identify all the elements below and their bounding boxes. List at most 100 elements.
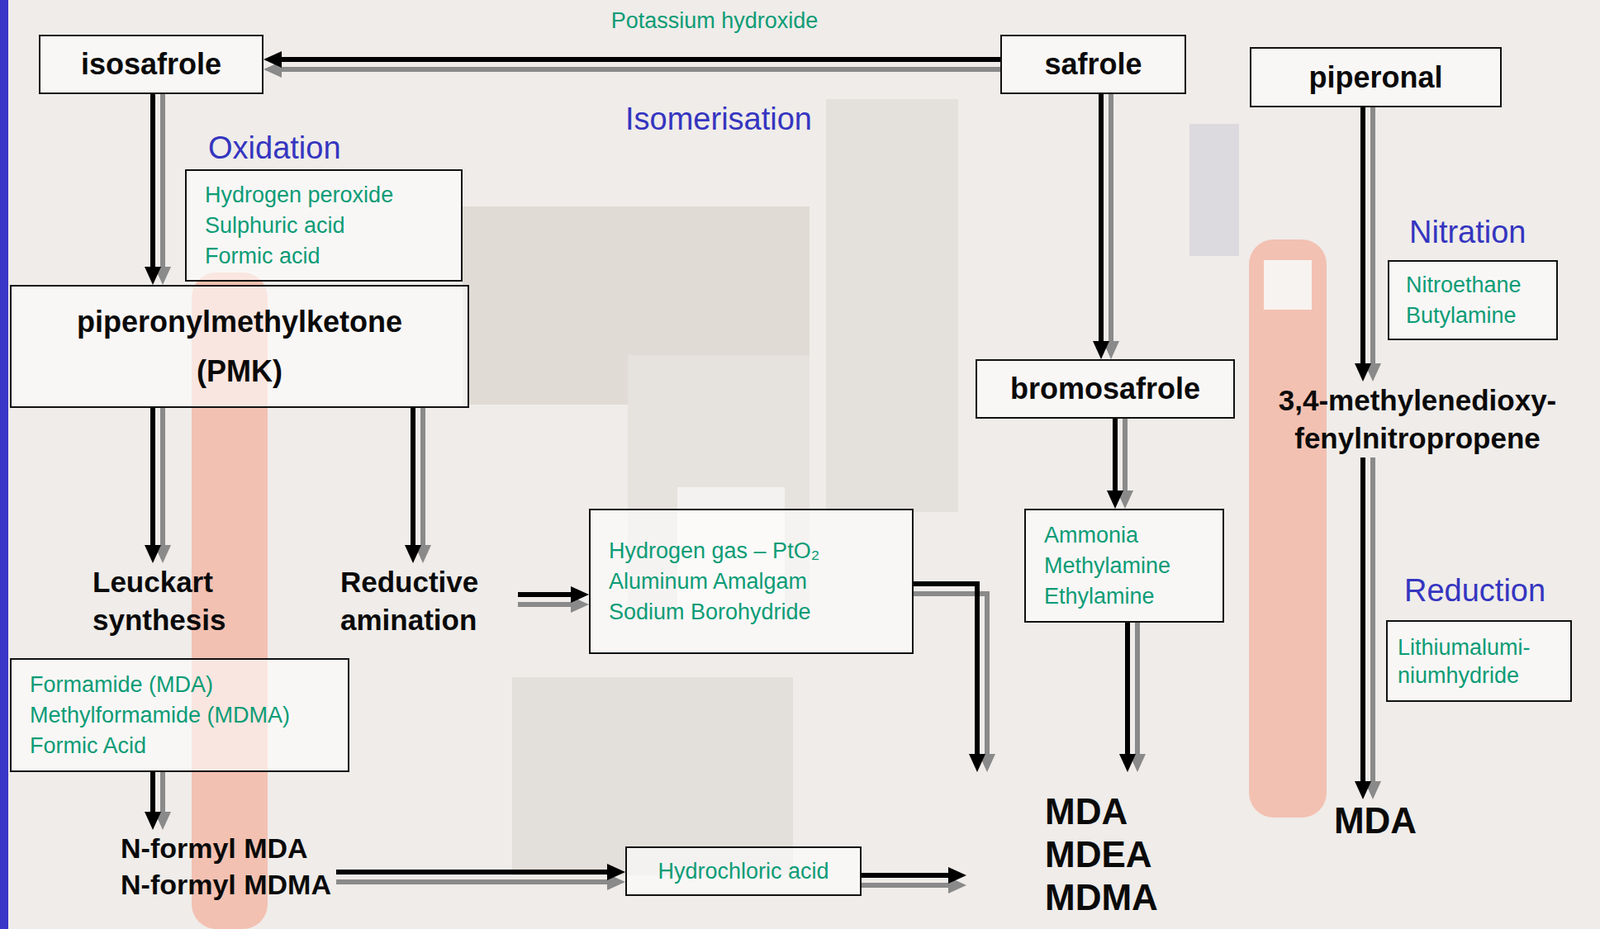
arrow-head [404,545,422,564]
step-box: Hydrochloric acid [625,846,862,897]
arrow-line [1108,94,1114,342]
reagent-text: Ethylamine [1044,581,1155,613]
arrow-line [1360,457,1366,782]
reagent-text: Sodium Borohydride [608,597,812,628]
reaction-arrow [1119,622,1146,773]
arrow-head [570,586,589,603]
reagent-text: Methylamine [1044,550,1171,582]
arrow-line [1125,622,1130,755]
step-node: Leuckart synthesis [92,563,258,640]
photo-bench [512,677,793,876]
arrow-head [968,754,986,773]
step-heading: Nitration [1409,213,1527,251]
arrow-line [1122,418,1128,491]
arrow-line [281,66,1001,72]
reagent-text: Formic Acid [29,731,147,762]
arrow-line [1134,622,1140,755]
reaction-arrow [1092,94,1120,360]
step-heading: Reduction [1404,572,1546,609]
arrow-head [144,266,162,285]
reagent-text: Aluminum Amalgam [608,566,808,598]
step-node: N-formyl MDAN-formyl MDMA [115,830,337,903]
step-box: Formamide (MDA)Methylformamide (MDMA)For… [9,658,350,773]
step-node: 3,4-methylenedioxy-fenylnitropropene [1239,381,1596,458]
compound-name: bromosafrole [1010,370,1201,408]
compound-name: MDA [1044,790,1128,834]
step-box: NitrationNitroethaneButylamine [1387,260,1558,341]
arrow-line [517,602,571,608]
compound-name: MDEA [1044,833,1153,877]
reaction-arrow [913,583,996,773]
arrow-line [913,583,978,755]
reaction-arrow [263,51,1001,78]
arrow-head [607,864,626,881]
reaction-arrow [404,408,432,564]
reaction-arrow [1354,457,1382,800]
arrow-head [1354,781,1372,800]
compound-name: safrole [1044,46,1142,83]
arrow-line [160,408,166,546]
step-node: Reductive amination [340,563,518,640]
reagent-text: Methylformamide (MDMA) [29,700,290,732]
reagent-text: Hydrogen gas – PtO₂ [608,536,820,567]
arrow-line [160,94,166,267]
compound-name: Leuckart synthesis [92,563,258,640]
arrow-line [150,408,156,546]
arrow-line [1370,457,1376,782]
step-node: MDA [1329,799,1421,843]
photo-gas-cylinder [1248,239,1327,818]
arrow-line [150,94,156,267]
photo-cylinder-band [1263,260,1312,310]
arrow-line [1360,107,1366,364]
reagent-text: Butylamine [1405,300,1517,332]
compound-name: piperonylmethylketone [76,297,403,347]
compound-name: MDMA [1044,876,1159,920]
reaction-arrow [144,772,171,831]
arrow-head [1119,754,1136,773]
compound-name: N-formyl MDMA [120,866,332,903]
reaction-arrow [861,867,967,894]
reaction-arrow [1106,418,1134,509]
step-box: OxidationHydrogen peroxideSulphuric acid… [185,169,463,282]
arrow-line [861,883,949,888]
arrow-line [1370,107,1376,364]
arrow-label: Potassium hydroxide [611,6,819,35]
reaction-arrow [1354,107,1382,382]
arrow-head [1106,490,1124,509]
arrow-line [517,592,571,598]
step-box: bromosafrole [975,359,1235,419]
reagent-text: Nitroethane [1405,270,1522,301]
compound-name: isosafrole [80,46,222,83]
step-box: safrole [1000,34,1187,95]
step-box: ReductionLithiumalumi- niumhydride [1386,620,1572,703]
step-heading: Oxidation [208,129,342,167]
compound-name: (PMK) [196,346,283,397]
step-label: Isomerisation [625,100,812,138]
reagent-text: Hydrochloric acid [657,856,829,888]
arrow-head [144,811,162,831]
arrow-line [1112,418,1118,491]
reaction-arrow [144,94,171,285]
arrow-head [1092,341,1110,360]
arrow-line [861,873,949,879]
reagent-text: Hydrogen peroxide [204,180,394,211]
step-box: piperonal [1249,47,1502,108]
reagent-text: Sulphuric acid [204,210,346,242]
photo-wall [826,99,959,513]
step-box: piperonylmethylketone(PMK) [9,284,470,409]
step-node: MDAMDEAMDMA [966,772,1231,920]
reaction-arrow [144,408,171,564]
arrow-line [336,869,608,875]
arrow-line [410,408,416,546]
arrow-head [948,867,967,884]
step-box: isosafrole [38,34,264,95]
arrow-line [150,772,156,812]
arrow-head [144,545,162,564]
reagent-text: Formic acid [204,241,321,272]
compound-name: N-formyl MDA [120,830,309,867]
compound-name: 3,4-methylenedioxy-fenylnitropropene [1239,381,1596,458]
compound-name: MDA [1334,799,1417,843]
reaction-arrow [517,586,589,613]
arrow-head [1354,363,1372,382]
reaction-arrow [336,864,626,891]
